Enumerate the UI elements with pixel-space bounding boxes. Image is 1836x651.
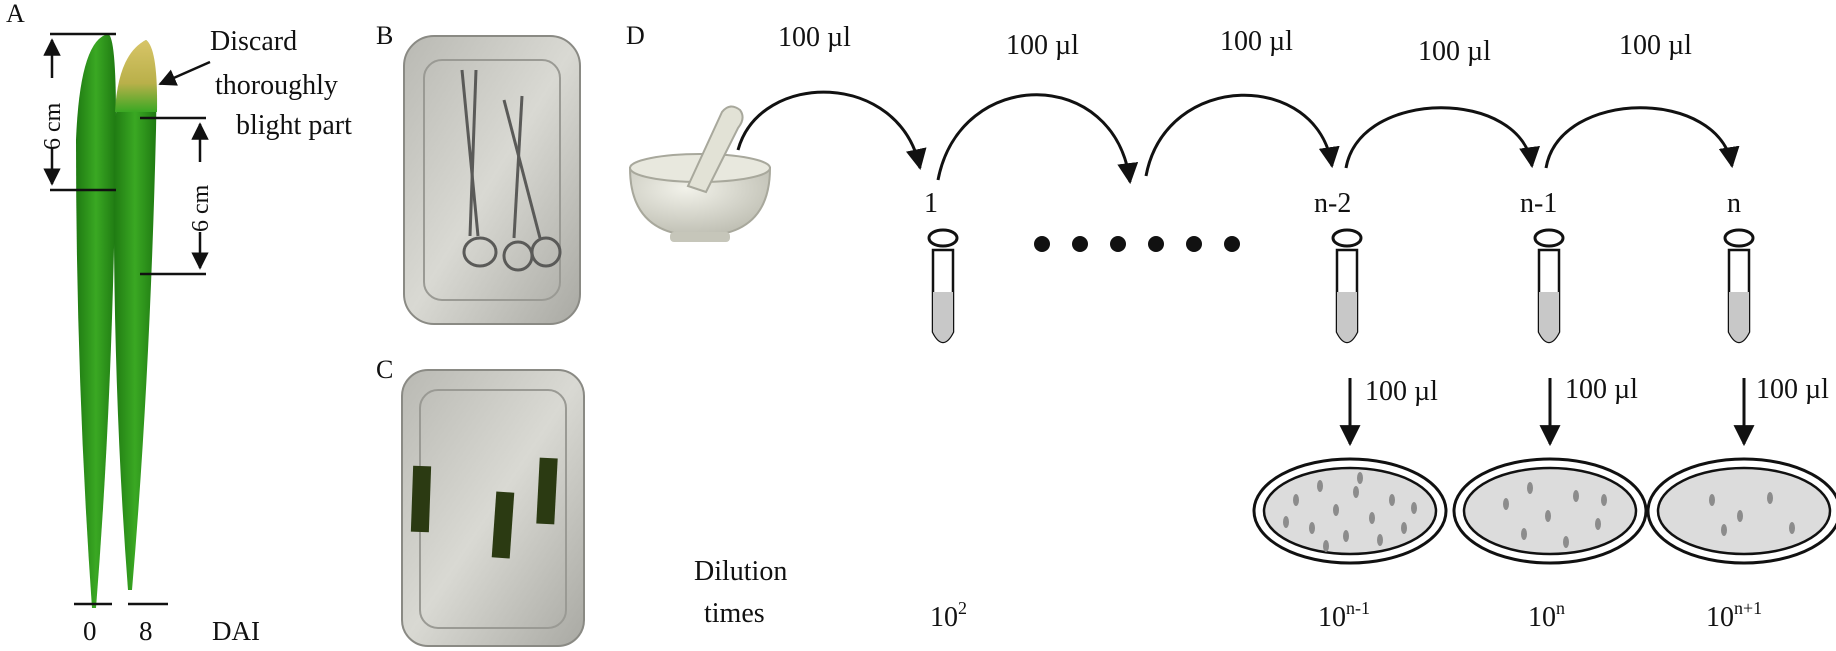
tube-1: [927, 228, 959, 344]
tube-label-n-2: n-2: [1314, 188, 1351, 219]
discard-label-line2: thoroughly: [215, 70, 338, 101]
transfer-volume-label-5: 100 µl: [1619, 30, 1692, 61]
discard-label-line1: Discard: [210, 26, 297, 57]
plating-volume-label-3: 100 µl: [1756, 374, 1829, 405]
dilution-label-line2: times: [704, 598, 765, 629]
discard-arrow: [158, 60, 211, 86]
plating-volume-label-2: 100 µl: [1565, 374, 1638, 405]
petri-dish-2: [1452, 457, 1648, 565]
tube-n: [1723, 228, 1755, 344]
discard-label-line3: blight part: [236, 110, 352, 141]
measure-left-label: 6 cm: [40, 102, 66, 150]
healthy-leaf: [76, 34, 116, 608]
transfer-arc-3: [1144, 93, 1340, 177]
transfer-volume-label-2: 100 µl: [1006, 30, 1079, 61]
ellipsis-dots: [1034, 236, 1240, 252]
panel-a-label: A: [6, 0, 25, 28]
panel-b: B: [376, 21, 581, 325]
tray-with-leaf-pieces-photo: [401, 369, 585, 647]
measure-right-label: 6 cm: [188, 184, 214, 232]
tube-label-n-1: n-1: [1520, 188, 1557, 219]
mortar-and-pestle-icon: [628, 105, 772, 242]
panel-c-label: C: [376, 355, 393, 384]
scissors-icon: [460, 69, 562, 272]
leaf-piece-3: [536, 457, 558, 525]
blight-region: [115, 40, 158, 112]
transfer-arc-4: [1344, 106, 1540, 169]
plating-volume-label-1: 100 µl: [1365, 376, 1438, 407]
day-left-label: 0: [83, 616, 97, 646]
transfer-arc-5: [1544, 106, 1740, 169]
transfer-volume-label-1: 100 µl: [778, 22, 851, 53]
blighted-leaf: [113, 40, 157, 590]
panel-c: C: [376, 355, 585, 647]
tube-label-1: 1: [924, 188, 938, 219]
axis-unit-label: DAI: [212, 616, 260, 646]
transfer-volume-label-4: 100 µl: [1418, 36, 1491, 67]
transfer-arc-2: [936, 93, 1139, 185]
panel-a: A 6 cm 6 cm Discard thoroughly blight pa…: [6, 0, 352, 646]
panel-d-label: D: [626, 21, 645, 50]
tray-with-scissors-photo: [403, 35, 581, 325]
day-right-label: 8: [139, 616, 153, 646]
transfer-volume-label-3: 100 µl: [1220, 26, 1293, 57]
dilution-value-3: 10n: [1528, 598, 1565, 633]
dilution-value-2: 10n-1: [1318, 598, 1370, 633]
panel-b-label: B: [376, 21, 393, 50]
tube-label-n: n: [1727, 188, 1741, 219]
dilution-value-1: 102: [930, 598, 967, 633]
panel-d: D 100 µl 100 µl 100 µl 100 µl 100 µl 1 n…: [626, 21, 1836, 633]
dilution-value-4: 10n+1: [1706, 598, 1762, 633]
transfer-arc-1: [736, 90, 927, 171]
tube-n-1: [1533, 228, 1565, 344]
tube-n-2: [1331, 228, 1363, 344]
leaf-piece-1: [410, 465, 432, 533]
leaf-piece-2: [491, 491, 515, 559]
petri-dish-1: [1252, 457, 1448, 565]
petri-dish-3: [1646, 457, 1836, 565]
dilution-label-line1: Dilution: [694, 556, 787, 587]
